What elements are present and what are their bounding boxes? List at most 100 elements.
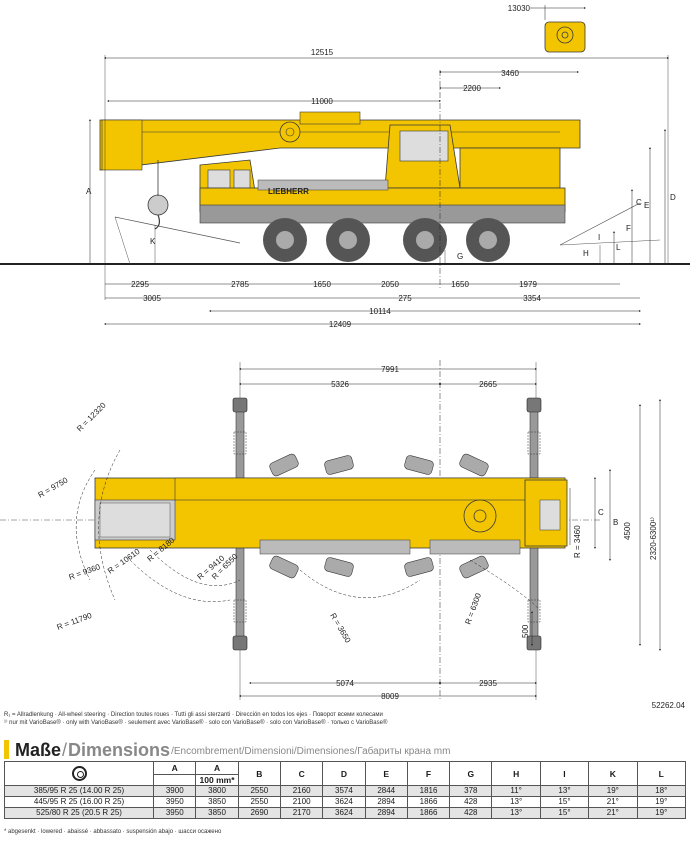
col-header: C [279,761,324,786]
top-wheels [269,453,489,579]
table-cell: 2550 [237,785,281,797]
top-label-C: C [598,508,604,517]
side-label-C: C [636,198,642,207]
tyre-size: 525/80 R 25 (20.5 R 25) [3,807,155,819]
radius-10610: R = 10610 [106,547,142,576]
side-label-L: L [616,243,621,252]
table-cell: 19° [636,807,686,819]
side-label-D: D [670,193,676,202]
table-cell: 15° [539,796,590,808]
top-radius-arcs [76,449,541,611]
side-inset-cab [544,21,586,53]
dim-4500: 4500 [623,522,632,540]
col-header: D [322,761,366,786]
table-cell: 21° [588,807,638,819]
brand-label: LIEBHERR [268,187,309,196]
col-header: H [491,761,541,786]
side-bottom-dims: 2295 2785 1650 2050 1650 1979 3005 275 3… [104,280,641,329]
side-label-F: F [626,224,631,233]
section-title: Maße / Dimensions /Encombrement/Dimensio… [4,737,450,759]
dim-5074: 5074 [336,679,354,688]
side-label-A: A [86,187,92,196]
radius-9360: R = 9360 [68,562,102,582]
dim-11000: 11000 [311,97,333,106]
table-cell: 13° [539,785,590,797]
dim-2935: 2935 [479,679,497,688]
dim-13030: 13030 [508,4,531,13]
dim-2200: 2200 [463,84,481,93]
table-cell: 1866 [406,807,451,819]
table-cell: 13° [491,807,541,819]
side-chassis: LIEBHERR [199,179,566,224]
dim-1979: 1979 [519,280,537,289]
note-variobase: ¹⁾ nur mit VarioBase® · only with VarioB… [4,719,388,726]
col-subheader: 100 mm* [195,774,239,786]
dim-3354: 3354 [523,294,541,303]
top-crane-body [94,477,568,555]
col-header: I [539,761,590,786]
dim-275: 275 [398,294,412,303]
table-row: 445/95 R 25 (16.00 R 25) 3950 3850 2550 … [3,796,686,808]
table-cell: 2894 [364,796,408,808]
dimensions-table: A A B C D E F G H I K L 100 mm* 385/95 R… [3,761,686,819]
radius-11790: R = 11790 [56,611,94,632]
table-cell: 2100 [279,796,324,808]
dim-2785: 2785 [231,280,249,289]
table-cell: 19° [588,785,638,797]
col-header: L [636,761,686,786]
dim-3005: 3005 [143,294,161,303]
table-cell: 428 [449,796,493,808]
table-cell: 2844 [364,785,408,797]
notes: R₁ = Allradlenkung · All-wheel steering … [4,712,684,727]
dim-12515: 12515 [311,48,334,57]
dim-10114: 10114 [369,307,391,316]
table-cell: 19° [636,796,686,808]
side-boom [99,111,581,230]
col-header: E [364,761,408,786]
side-label-K: K [150,237,156,246]
table-cell: 1866 [406,796,451,808]
dim-500: 500 [521,624,530,638]
col-header: K [588,761,638,786]
radius-3460: R = 3460 [573,525,582,558]
col-header: B [237,761,281,786]
table-cell: 2170 [279,807,324,819]
dim-2295: 2295 [131,280,149,289]
side-label-G: G [457,252,463,261]
note-steering: R₁ = Allradlenkung · All-wheel steering … [4,712,383,718]
crane-dimension-drawing: LIEBHERR 13030 12515 3460 2200 11000 A [0,4,690,710]
table-cell: 3850 [195,796,239,808]
title-main: Maße [15,740,62,760]
side-label-E: E [644,201,649,210]
side-view: LIEBHERR 13030 12515 3460 2200 11000 A [0,4,690,329]
table-cell: 18° [636,785,686,797]
table-cell: 3950 [153,796,197,808]
col-header: G [449,761,493,786]
table-cell: 3624 [322,807,366,819]
dim-12409: 12409 [329,320,352,329]
col-header: A [153,761,197,775]
top-view: 7991 5326 2665 [0,360,686,710]
radius-9750: R = 9750 [37,475,70,499]
table-cell: 2690 [237,807,281,819]
table-cell: 3900 [153,785,197,797]
col-header: A [195,761,239,775]
table-cell: 11° [491,785,541,797]
table-cell: 2550 [237,796,281,808]
title-accent-bar [4,740,9,759]
table-cell: 378 [449,785,493,797]
side-label-I: I [598,233,600,242]
col-header: F [406,761,451,786]
dim-1650a: 1650 [313,280,331,289]
title-english: Dimensions [68,740,171,760]
table-cell: 15° [539,807,590,819]
title-translations: /Encombrement/Dimensioni/Dimensiones/Габ… [171,746,451,757]
col-header-empty [153,774,197,786]
table-cell: 2894 [364,807,408,819]
radius-3650: R = 3650 [328,612,352,645]
tyre-size: 385/95 R 25 (14.00 R 25) [3,785,155,797]
table-row: 525/80 R 25 (20.5 R 25) 3950 3850 2690 2… [3,807,686,819]
table-cell: 3574 [322,785,366,797]
title-slash: / [62,740,68,760]
table-row: 385/95 R 25 (14.00 R 25) 3900 3800 2550 … [3,785,686,797]
